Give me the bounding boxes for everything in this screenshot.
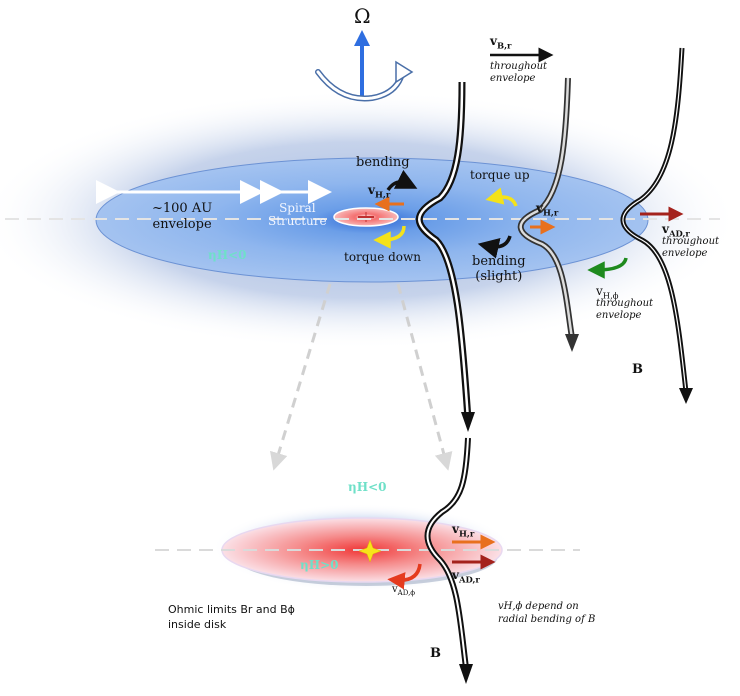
vHr-label-2: vH,r — [536, 201, 559, 218]
zoom-line-left — [270, 283, 332, 471]
eta-inner-label: ηH>0 — [300, 558, 339, 572]
vHphi-arrow-top — [587, 257, 628, 279]
vADphi-arrow-disk — [387, 563, 422, 590]
bending-slight-arrow — [477, 235, 512, 259]
rotation-arrowhead — [395, 60, 414, 84]
torque-up-arrow — [485, 187, 518, 207]
vADr-label-top: vAD,r — [662, 222, 690, 239]
eta-envelope-label: ηH<0 — [208, 248, 247, 262]
torque-down-arrow — [373, 225, 406, 249]
torque-up-label: torque up — [470, 168, 530, 182]
vHphi-label-top: vH,ϕ — [596, 284, 619, 301]
vADphi-label-disk: vAD,ϕ — [392, 584, 416, 597]
omega-label: Ω — [354, 4, 371, 28]
vBr-label: vB,r — [490, 34, 512, 51]
bending-top-label: bending — [356, 155, 410, 170]
bending-arrow — [386, 169, 418, 192]
vADr-label-disk: vAD,r — [452, 568, 480, 585]
eta-outer-label: ηH<0 — [348, 480, 387, 494]
zoom-line-right — [396, 283, 453, 471]
B-label-bottom: B — [430, 646, 441, 661]
B-label-top: B — [632, 362, 643, 377]
torque-down-label: torque down — [344, 250, 422, 264]
bending-slight-label: bending(slight) — [472, 254, 526, 284]
vHr-label-1: vH,r — [368, 183, 391, 200]
star-icon — [358, 539, 382, 563]
vHr-label-disk: vH,r — [452, 522, 475, 539]
